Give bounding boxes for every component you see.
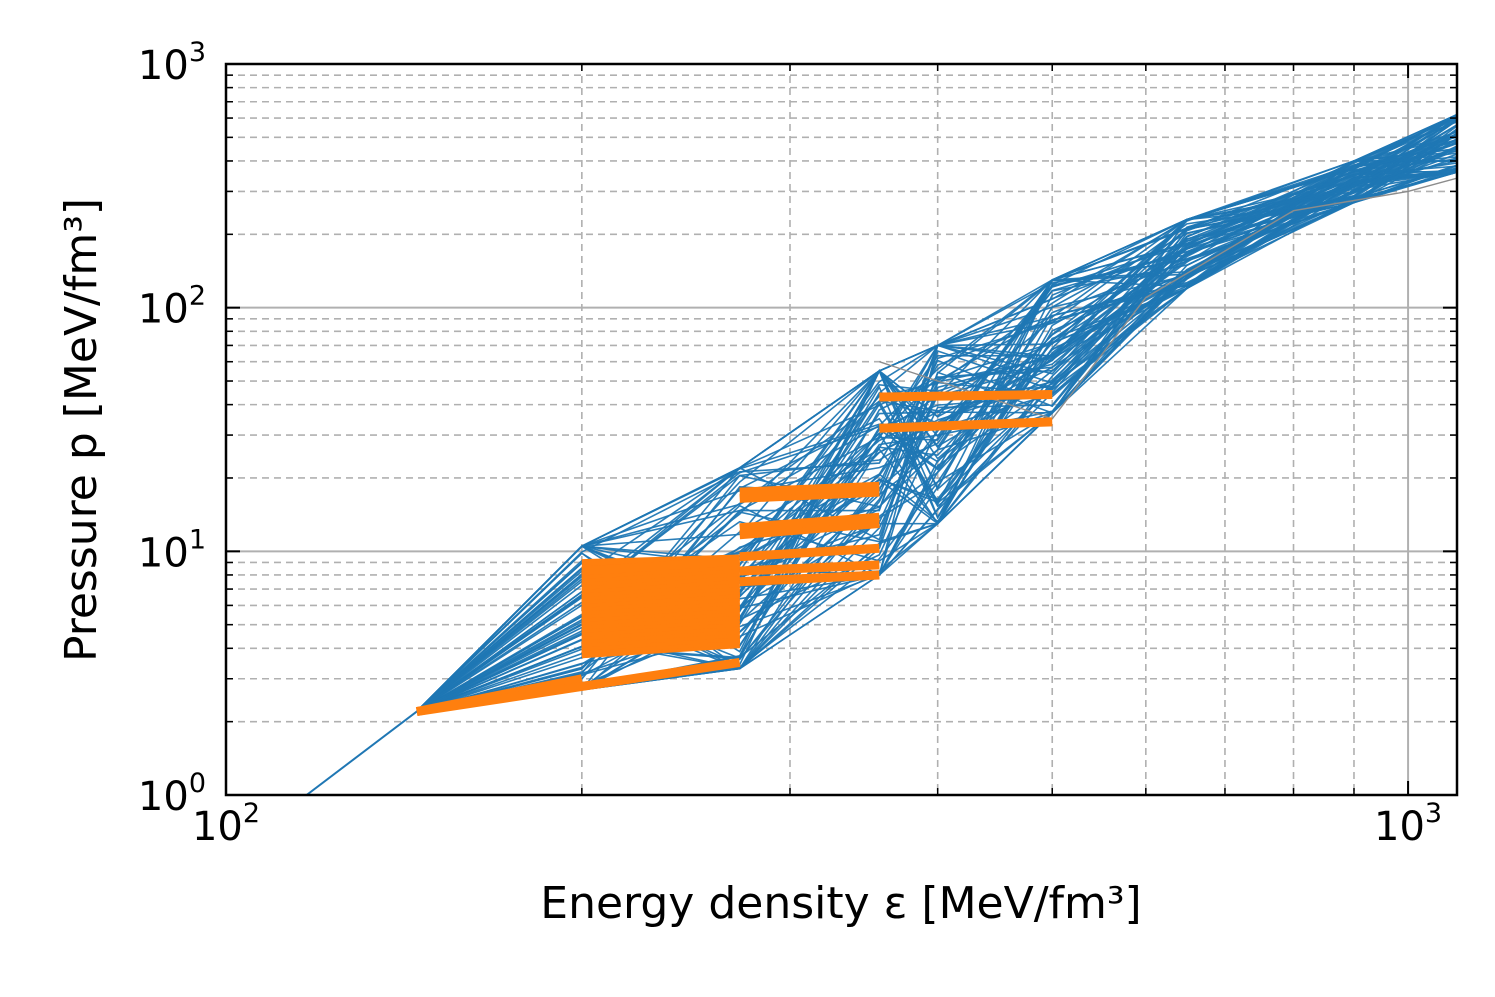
tick-labels: 102 103 100 101 102 103: [138, 37, 1442, 850]
ensemble-curve: [416, 171, 1457, 713]
x-axis-label: Energy density ε [MeV/fm³]: [540, 878, 1141, 929]
reference-curve-group: [879, 177, 1457, 420]
transition-segment: [739, 481, 880, 497]
transition-segment: [416, 657, 741, 717]
ensemble-curve: [416, 171, 1457, 713]
ensemble-curve: [416, 171, 1457, 713]
reference-curve: [879, 177, 1457, 420]
y-tick-label: 102: [138, 281, 206, 333]
y-axis-label: Pressure p [MeV/fm³]: [56, 198, 107, 662]
ensemble-curve: [416, 171, 1457, 713]
ensemble-curve: [416, 171, 1457, 713]
y-tick-label: 101: [138, 524, 206, 576]
transition-segment: [581, 556, 740, 576]
ensemble-curve: [416, 171, 1457, 713]
transition-segment: [739, 519, 880, 540]
transition-segment: [739, 560, 880, 576]
ensemble-curve: [416, 171, 1457, 713]
x-tick-label: 103: [1374, 798, 1442, 850]
plot-area: [305, 113, 1457, 795]
plot-frame: [224, 62, 1459, 797]
transition-segment: [879, 390, 1053, 402]
transition-segment: [739, 543, 880, 562]
y-tick-label: 103: [138, 37, 206, 89]
ensemble-curve: [416, 171, 1457, 713]
x-tick-label: 102: [192, 798, 260, 850]
transition-segments: [415, 390, 1053, 717]
axis-ticks: [225, 63, 1457, 796]
low-density-curve: [305, 710, 418, 795]
ensemble-curve: [416, 171, 1457, 713]
transition-segment: [739, 487, 880, 503]
ensemble-curve: [416, 171, 1457, 713]
transition-segment: [739, 512, 880, 533]
y-tick-label: 100: [138, 768, 206, 820]
transition-segment: [879, 417, 1053, 433]
transition-segment: [739, 570, 880, 587]
ensemble-curve: [416, 158, 1457, 713]
ensemble-curve: [416, 171, 1457, 713]
